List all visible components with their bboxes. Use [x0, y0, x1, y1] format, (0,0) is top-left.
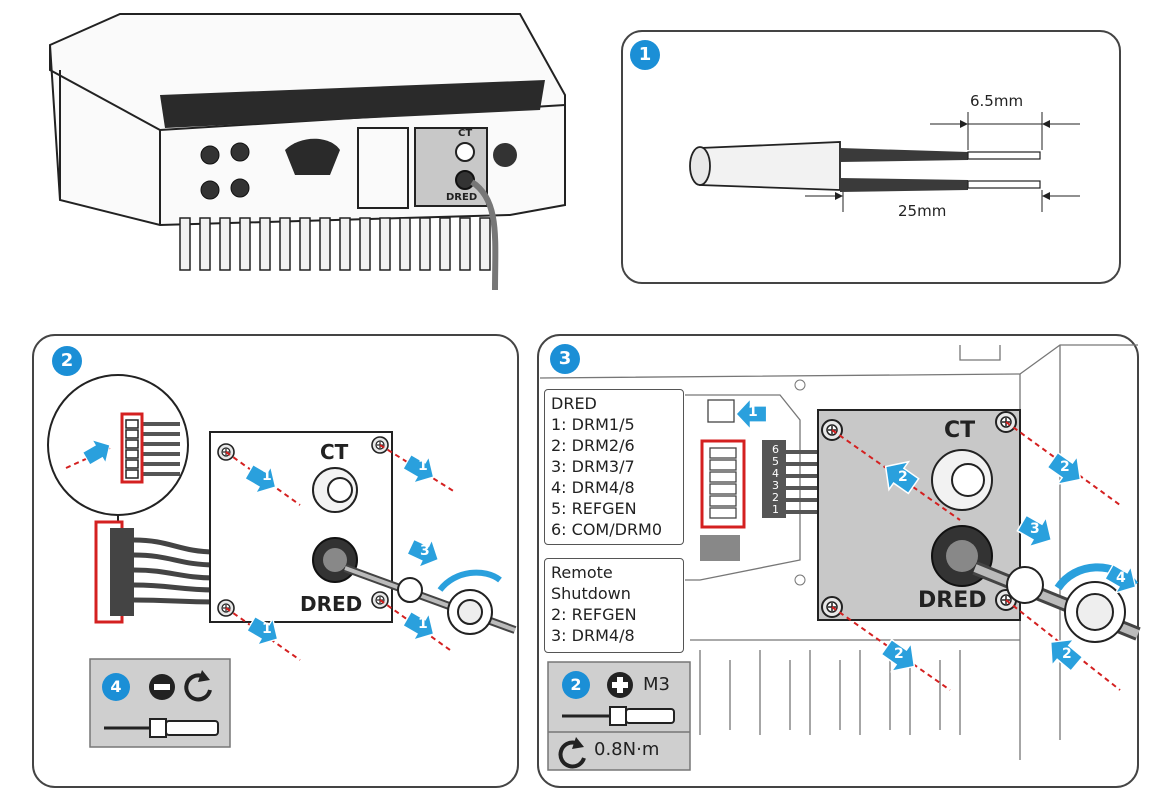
- legend-line: 2: DRM2/6: [551, 436, 635, 455]
- legend-line: 5: REFGEN: [551, 499, 637, 518]
- step-badge-2: 2: [52, 346, 82, 376]
- step3-tool-badge: 2: [562, 671, 590, 699]
- step2-arrow-1a: 1: [262, 468, 272, 484]
- step3-pin-numbers: 6 5 4 3 2 1: [772, 444, 784, 516]
- legend-line: 1: DRM1/5: [551, 415, 635, 434]
- legend-line: 6: COM/DRM0: [551, 520, 663, 539]
- step2-tool-card: [89, 658, 231, 748]
- legend-line: 2: REFGEN: [551, 605, 637, 624]
- legend-line: 4: DRM4/8: [551, 478, 635, 497]
- pin-number: 4: [772, 467, 779, 480]
- screw-size-label: M3: [643, 674, 670, 695]
- overview-ct-label: CT: [458, 128, 473, 139]
- step2-arrow-3: 3: [420, 543, 430, 559]
- step2-arrow-1d: 1: [418, 616, 428, 632]
- inverter-overview: [48, 13, 566, 291]
- step3-illustration: [539, 344, 1144, 760]
- torque-label: 0.8N·m: [594, 739, 660, 760]
- dimension-strip-length: 6.5mm: [970, 92, 1024, 110]
- step2-dred-label: DRED: [300, 592, 363, 616]
- step3-arrow-2b: 2: [1060, 459, 1070, 475]
- step-badge-1: 1: [630, 40, 660, 70]
- pin-number: 1: [772, 503, 779, 516]
- legend-line: DRED: [551, 394, 597, 413]
- step-badge-3: 3: [550, 344, 580, 374]
- step3-arrow-4: 4: [1116, 570, 1126, 586]
- remote-shutdown-legend: Remote Shutdown 2: REFGEN 3: DRM4/8: [544, 558, 684, 653]
- step2-arrow-1c: 1: [262, 621, 272, 637]
- step3-arrow-2d: 2: [1062, 646, 1072, 662]
- legend-line: Shutdown: [551, 584, 631, 603]
- step3-arrow-2c: 2: [894, 646, 904, 662]
- step3-arrow-3: 3: [1030, 521, 1040, 537]
- step3-arrow-2a: 2: [898, 469, 908, 485]
- step3-arrow-1: 1: [748, 404, 758, 420]
- pin-number: 5: [772, 455, 779, 468]
- overview-dred-label: DRED: [446, 192, 478, 203]
- step2-illustration: [47, 374, 517, 661]
- dred-pin-legend: DRED 1: DRM1/5 2: DRM2/6 3: DRM3/7 4: DR…: [544, 389, 684, 545]
- pin-number: 6: [772, 443, 779, 456]
- step3-ct-label: CT: [944, 418, 976, 443]
- step3-dred-label: DRED: [918, 588, 987, 613]
- step2-arrow-1b: 1: [418, 458, 428, 474]
- step2-tool-badge: 4: [102, 673, 130, 701]
- legend-line: 3: DRM3/7: [551, 457, 635, 476]
- pin-number: 2: [772, 491, 779, 504]
- cable-illustration: [689, 112, 1080, 212]
- pin-number: 3: [772, 479, 779, 492]
- dimension-total-length: 25mm: [898, 202, 947, 220]
- legend-line: Remote: [551, 563, 613, 582]
- step2-ct-label: CT: [320, 440, 349, 464]
- legend-line: 3: DRM4/8: [551, 626, 635, 645]
